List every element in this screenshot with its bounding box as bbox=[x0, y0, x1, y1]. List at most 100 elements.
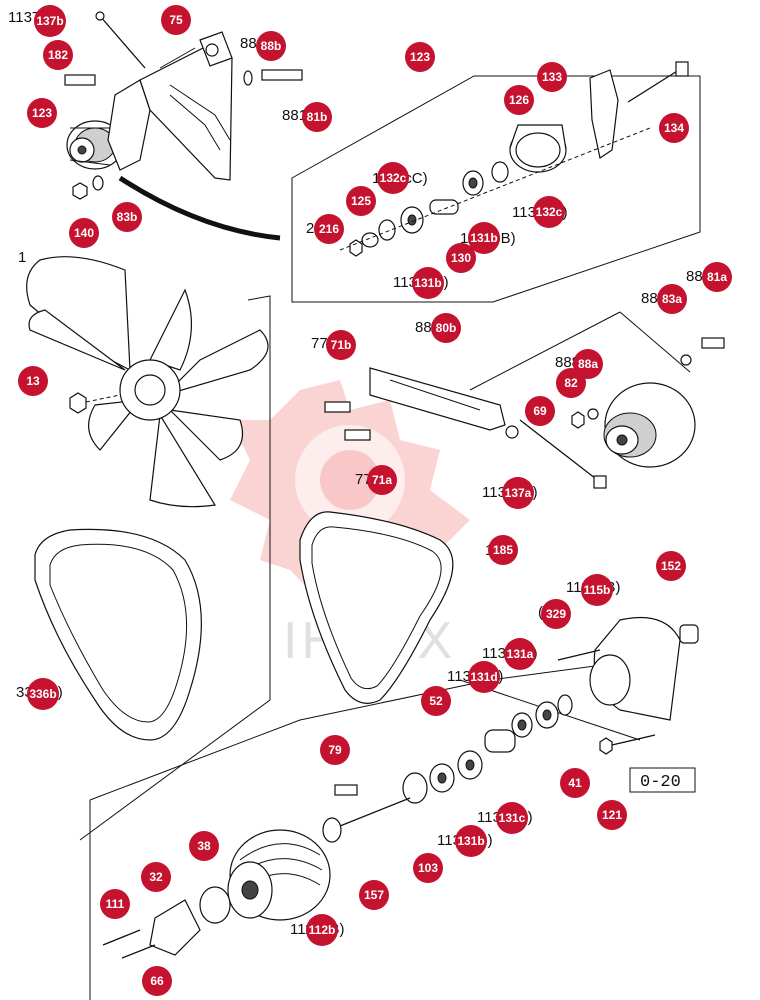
part-number-badge[interactable]: 69 bbox=[525, 396, 555, 426]
badge-number: 123 bbox=[32, 106, 52, 120]
bolt-137b bbox=[99, 15, 146, 69]
badge-number: 71a bbox=[372, 473, 392, 487]
part-number-badge[interactable]: 13 bbox=[18, 366, 48, 396]
badge-circle bbox=[142, 966, 172, 996]
part-number-badge[interactable]: 131a bbox=[504, 638, 536, 670]
badge-circle bbox=[421, 686, 451, 716]
badge-number: 79 bbox=[328, 743, 342, 757]
badge-circle bbox=[502, 477, 534, 509]
badge-circle bbox=[446, 243, 476, 273]
badge-number: 336b bbox=[29, 687, 56, 701]
badge-circle bbox=[189, 831, 219, 861]
part-number-badge[interactable]: 79 bbox=[320, 735, 350, 765]
badge-number: 80b bbox=[436, 321, 457, 335]
callout-c69: 69 bbox=[525, 396, 555, 426]
callout-c216: 216216 bbox=[306, 214, 344, 244]
badge-number: 103 bbox=[418, 861, 438, 875]
part-number-badge[interactable]: 134 bbox=[659, 113, 689, 143]
reference-box bbox=[629, 767, 696, 793]
part-number-badge[interactable]: 329 bbox=[541, 599, 571, 629]
bolt-71a bbox=[344, 429, 371, 441]
part-number-badge[interactable]: 75 bbox=[161, 5, 191, 35]
badge-circle bbox=[533, 196, 565, 228]
belt-336b bbox=[34, 528, 202, 741]
badge-number: 185 bbox=[493, 543, 513, 557]
part-number-badge[interactable]: 130 bbox=[446, 243, 476, 273]
badge-number: 140 bbox=[74, 226, 94, 240]
part-number-badge[interactable]: 123 bbox=[405, 42, 435, 72]
callout-c126: 126 bbox=[504, 85, 534, 115]
part-number-badge[interactable]: 131b bbox=[468, 222, 500, 254]
part-number-badge[interactable]: 131b bbox=[455, 825, 487, 857]
callout-c81b: 881b)81b bbox=[282, 102, 332, 132]
badge-number: 131d bbox=[470, 670, 497, 684]
part-number-badge[interactable]: 103 bbox=[413, 853, 443, 883]
part-number-badge[interactable]: 83b bbox=[112, 202, 142, 232]
nut-140 bbox=[72, 182, 88, 200]
part-number-badge[interactable]: 115b bbox=[581, 574, 613, 606]
badge-circle bbox=[504, 85, 534, 115]
part-number-badge[interactable]: 71b bbox=[326, 330, 356, 360]
part-number-badge[interactable]: 32 bbox=[141, 862, 171, 892]
part-number-badge[interactable]: 131c bbox=[496, 802, 528, 834]
reference-arrow bbox=[118, 175, 281, 241]
part-number-badge[interactable]: 123 bbox=[27, 98, 57, 128]
badge-circle bbox=[377, 162, 409, 194]
badge-number: 152 bbox=[661, 559, 681, 573]
part-number-badge[interactable]: 185 bbox=[488, 535, 518, 565]
callout-c132cC1: 1132cC)132c bbox=[372, 162, 428, 194]
reference-box-text: 0-20 bbox=[640, 773, 681, 792]
washer-88a bbox=[587, 408, 599, 420]
part-number-badge[interactable]: 182 bbox=[43, 40, 73, 70]
callout-c157: 157 bbox=[359, 880, 389, 910]
part-number-badge[interactable]: 121 bbox=[597, 800, 627, 830]
part-number-badge[interactable]: 112b bbox=[306, 914, 338, 946]
part-number-badge[interactable]: 131d bbox=[468, 661, 500, 693]
badge-circle bbox=[27, 98, 57, 128]
part-number-badge[interactable]: 132c bbox=[533, 196, 565, 228]
nut-121 bbox=[599, 737, 613, 755]
part-number-badge[interactable]: 140 bbox=[69, 218, 99, 248]
part-number-badge[interactable]: 336b bbox=[27, 678, 59, 710]
callout-c131dD: 1131dD)131d bbox=[447, 661, 503, 693]
badge-number: 81b bbox=[307, 110, 328, 124]
part-number-badge[interactable]: 41 bbox=[560, 768, 590, 798]
seal-132c-left bbox=[378, 219, 396, 241]
part-number-badge[interactable]: 66 bbox=[142, 966, 172, 996]
badge-number: 82 bbox=[564, 376, 578, 390]
washer-83b bbox=[92, 175, 104, 191]
callout-c134: 134 bbox=[659, 113, 689, 143]
part-number-badge[interactable]: 80b bbox=[431, 313, 461, 343]
part-number-badge[interactable]: 88b bbox=[256, 31, 286, 61]
part-number-badge[interactable]: 126 bbox=[504, 85, 534, 115]
badge-number: 123 bbox=[410, 50, 430, 64]
part-number-badge[interactable]: 38 bbox=[189, 831, 219, 861]
part-number-badge[interactable]: 83a bbox=[657, 284, 687, 314]
part-number-badge[interactable]: 52 bbox=[421, 686, 451, 716]
part-number-badge[interactable]: 82 bbox=[556, 368, 586, 398]
badge-circle bbox=[541, 599, 571, 629]
badge-number: 157 bbox=[364, 888, 384, 902]
callout-c115bB: 1115bB)115b bbox=[566, 574, 621, 606]
part-number-badge[interactable]: 81b bbox=[302, 102, 332, 132]
part-number-badge[interactable]: 81a bbox=[702, 262, 732, 292]
bolt-66 bbox=[121, 944, 156, 959]
part-number-badge[interactable]: 152 bbox=[656, 551, 686, 581]
washer-125 bbox=[361, 232, 379, 248]
part-number-badge[interactable]: 125 bbox=[346, 186, 376, 216]
part-number-badge[interactable]: 137b bbox=[34, 5, 66, 37]
part-number-badge[interactable]: 157 bbox=[359, 880, 389, 910]
badge-circle bbox=[431, 313, 461, 343]
part-number-badge[interactable]: 216 bbox=[314, 214, 344, 244]
part-number-badge[interactable]: 137a bbox=[502, 477, 534, 509]
callout-c32: 32 bbox=[141, 862, 171, 892]
part-number-badge[interactable]: 131b bbox=[412, 267, 444, 299]
callout-c103: 103 bbox=[413, 853, 443, 883]
part-number-badge[interactable]: 133 bbox=[537, 62, 567, 92]
badge-number: 111 bbox=[106, 897, 125, 911]
badge-number: 137a bbox=[505, 486, 532, 500]
part-number-badge[interactable]: 71a bbox=[367, 465, 397, 495]
part-number-badge[interactable]: 132c bbox=[377, 162, 409, 194]
part-number-badge[interactable]: 111 bbox=[100, 889, 130, 919]
